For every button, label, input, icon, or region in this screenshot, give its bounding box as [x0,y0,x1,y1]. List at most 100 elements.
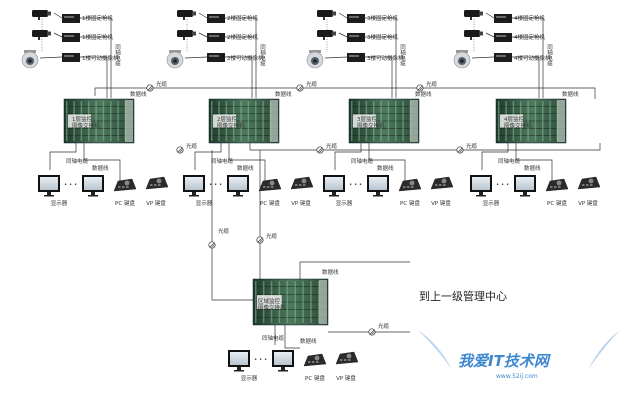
pc-keyboard-label: PC 键盘 [400,199,420,207]
monitor-label: 显示器 [51,200,68,207]
center-down [284,325,300,349]
ellipsis: • • • [254,357,267,363]
operator-station-1: • • • 显示器 PC 键盘 VP 键盘 [38,175,169,207]
station-coax-label: 同轴电缆 [211,157,234,165]
data-down [83,143,121,186]
wing-left-icon [418,330,452,370]
monitor-icon [367,175,389,197]
data-line-label: 数据线 [275,90,292,98]
data-down [368,143,406,186]
fixed-camera-icon [317,10,336,20]
camera-link [338,12,348,19]
switch-label: 4层监控图像交换机 [504,115,532,129]
vp-keyboard-label: VP 键盘 [291,199,311,207]
coax-label: 同轴电缆 [114,44,121,68]
fiber-backbone: 光缆光缆光缆光缆光缆光缆 [94,80,601,154]
site-3: 3楼固定枪机3楼固定枪机3楼可动摄像机同轴电缆3层监控图像交换机数据线同轴电缆数… [306,10,454,207]
fixed-camera-icon [32,30,51,40]
fiber-top [94,87,596,99]
station-data-label: 数据线 [237,164,254,172]
camera-link [485,32,495,38]
site-4: 4楼固定枪机4楼固定枪机4楼可动摄像机同轴电缆4层监控图像交换机数据线同轴电缆数… [453,10,601,207]
fixed-camera-icon [317,30,336,40]
monitor-icon [82,175,104,197]
fixed-camera-icon [177,10,196,20]
vp-keyboard-icon [430,176,454,190]
fiber-coupler-icon [368,328,376,336]
pc-keyboard-icon [303,353,327,367]
fiber-label: 光缆 [156,80,168,88]
coax-line [365,56,393,98]
fiber-label: 光缆 [218,227,230,235]
fiber-to-center [211,150,253,301]
ellipsis: • • • [64,182,77,188]
camera-link [198,32,208,38]
fiber-coupler-icon [296,84,304,92]
monitor-label: 显示器 [196,200,213,207]
vp-keyboard-label: VP 键盘 [336,374,356,382]
coax-line [225,56,253,98]
vp-keyboard-icon [577,176,601,190]
decoder-box-icon [347,53,365,62]
coax-line [512,17,544,98]
coax-line [80,56,108,98]
monitor-icon [470,175,492,197]
camera-link [198,12,208,19]
vp-keyboard-label: VP 键盘 [578,199,598,207]
coax-down [194,143,222,170]
camera-link [53,12,63,19]
ptz-dome-camera-icon [453,50,471,69]
monitor-label: 显示器 [336,200,353,207]
fixed-camera-icon [464,30,483,40]
camera-link [485,12,495,19]
ellipsis: • • • [496,182,509,188]
station-data-label: 数据线 [300,337,317,345]
fixed-camera-icon [177,30,196,40]
data-line-label: 数据线 [130,90,147,98]
vp-keyboard-label: VP 键盘 [146,199,166,207]
fiber-coupler-icon [456,146,464,154]
monitor-icon [323,175,345,197]
monitor-icon [227,175,249,197]
pc-keyboard-label: PC 键盘 [115,199,135,207]
camera-label-3: 4楼可动摄像机 [514,54,551,62]
station-coax-label: 同轴电缆 [66,157,89,165]
coax-line [512,56,540,98]
camera-link [39,56,63,59]
camera-label-3: 3楼可动摄像机 [367,54,404,62]
data-down [515,143,553,186]
decoder-box-icon [494,33,512,42]
data-line-label: 数据线 [415,90,432,98]
coax-line [365,17,397,98]
fiber-coupler-icon [256,236,264,244]
coax-down [481,143,509,170]
wing-right-icon [588,330,620,370]
fiber-coupler-icon [146,84,154,92]
fixed-camera-icon [464,10,483,20]
ptz-dome-camera-icon [166,50,184,69]
fiber-label: 光缆 [266,232,278,240]
camera-label-3: 2楼可动摄像机 [227,54,264,62]
vp-keyboard-icon [290,176,314,190]
matrix-switch-rack-icon [252,278,329,326]
vp-keyboard-label: VP 键盘 [431,199,451,207]
decoder-box-icon [207,53,225,62]
data-line-label: 数据线 [322,268,339,276]
monitor-icon [272,350,294,372]
decoder-box-icon [62,53,80,62]
coax-label: 同轴电缆 [399,44,406,68]
monitor-icon [38,175,60,197]
fiber-label: 光缆 [426,80,438,88]
fiber-coupler-icon [208,241,216,249]
matrix-switch-rack-icon [495,98,567,144]
matrix-switch-rack-icon [63,98,135,144]
pc-keyboard-icon [113,178,137,192]
station-data-label: 数据线 [377,164,394,172]
decoder-box-icon [207,33,225,42]
camera-link [184,56,208,59]
